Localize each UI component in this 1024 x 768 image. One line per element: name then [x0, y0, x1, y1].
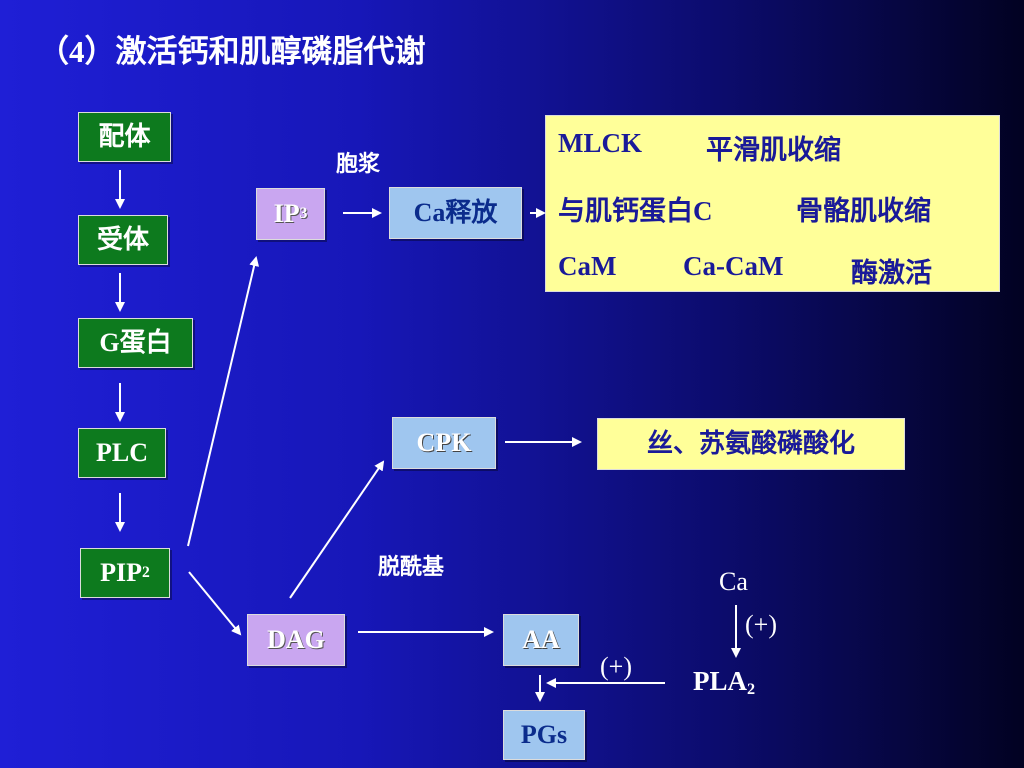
- pip2-subscript: 2: [142, 564, 150, 582]
- effect-row-1-b: 平滑肌收缩: [706, 135, 841, 165]
- arrow-pip2-dag: [188, 571, 242, 636]
- pip2-label: PIP: [100, 558, 143, 587]
- ca-effects-box: MLCK 平滑肌收缩 与肌钙蛋白C 骨骼肌收缩 CaM Ca-CaM 酶激活: [545, 115, 1000, 292]
- ligand-node: 配体: [78, 112, 171, 162]
- plus-top-label: (+): [745, 610, 777, 639]
- ca-label: Ca: [719, 567, 748, 596]
- dag-node: DAG: [247, 614, 345, 666]
- effect-row-3-b: Ca-CaM: [683, 251, 784, 281]
- effect-row-1-a: MLCK: [558, 128, 642, 158]
- cpk-node: CPK: [392, 417, 496, 469]
- aa-node: AA: [503, 614, 579, 666]
- effect-row-3-c: 酶激活: [851, 258, 932, 288]
- receptor-node: 受体: [78, 215, 168, 265]
- arrow-pip2-ip3: [187, 256, 260, 547]
- plc-node: PLC: [78, 428, 166, 478]
- pla2-node: PLA2: [693, 666, 755, 699]
- pla2-subscript: 2: [747, 680, 756, 699]
- phosphorylation-box: 丝、苏氨酸磷酸化: [597, 418, 905, 470]
- g-protein-node: G蛋白: [78, 318, 193, 368]
- plus-left-label: (+): [600, 652, 632, 681]
- ca-release-node: Ca释放: [389, 187, 522, 239]
- ip3-label: IP: [273, 199, 300, 228]
- deacyl-label: 脱酰基: [378, 554, 445, 579]
- pgs-node: PGs: [503, 710, 585, 760]
- cytoplasm-label: 胞浆: [336, 151, 381, 176]
- ip3-subscript: 3: [299, 205, 308, 223]
- page-title: （4）激活钙和肌醇磷脂代谢: [38, 34, 426, 69]
- effect-row-2-b: 骨骼肌收缩: [796, 196, 931, 226]
- pla2-label: PLA: [693, 666, 747, 696]
- arrow-dag-cpk: [289, 460, 385, 599]
- effect-row-2-a: 与肌钙蛋白C: [558, 196, 713, 226]
- effect-row-3-a: CaM: [558, 251, 617, 281]
